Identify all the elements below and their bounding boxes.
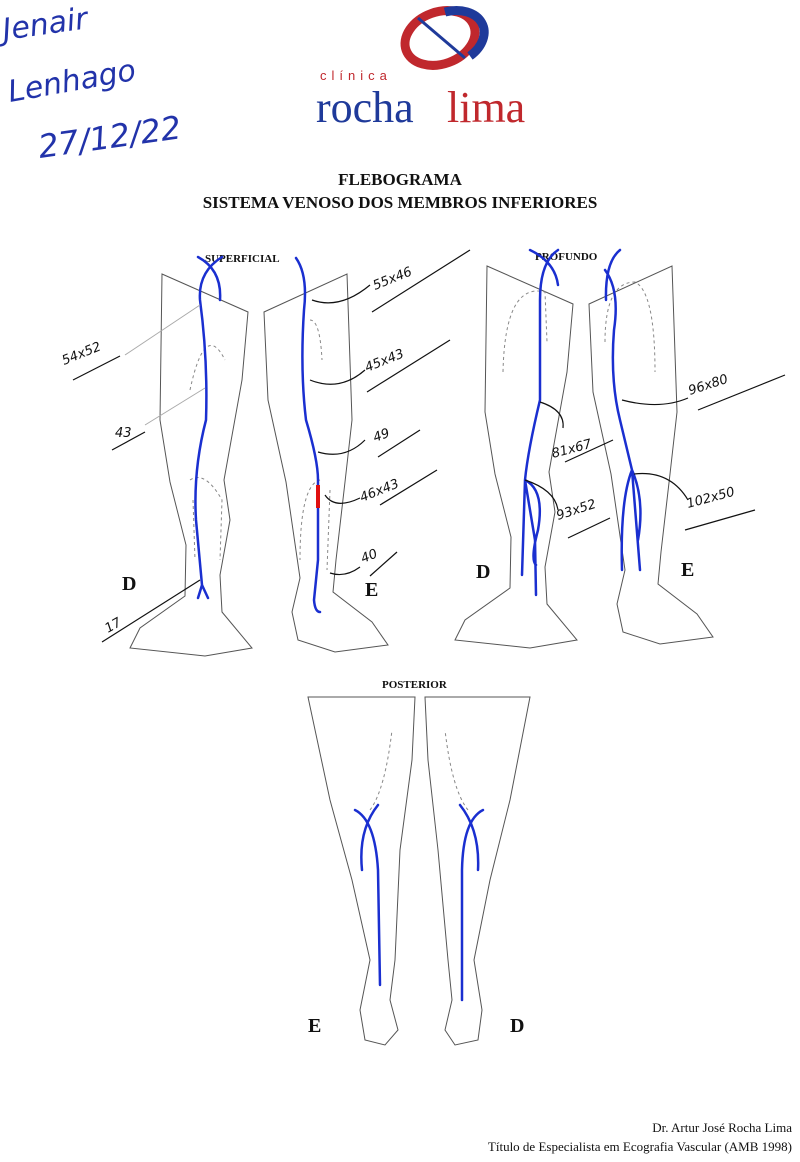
svg-text:lima: lima [447,83,525,132]
deep-legs: PROFUNDO D E 81x67 93x52 96x80 102x50 [454,248,786,649]
svg-text:E: E [308,1015,321,1037]
svg-text:D: D [510,1015,524,1037]
svg-text:E: E [681,559,694,581]
svg-text:Jenair: Jenair [0,1,91,48]
svg-text:D: D [122,573,136,595]
svg-text:D: D [476,561,490,583]
posterior-legs: POSTERIOR E D [307,679,531,1046]
svg-text:POSTERIOR: POSTERIOR [382,679,448,691]
page-title: FLEBOGRAMA [338,170,462,189]
svg-text:Lenhago: Lenhago [5,53,138,110]
svg-text:27/12/22: 27/12/22 [36,108,184,166]
svg-text:49: 49 [371,426,392,446]
svg-text:43: 43 [115,426,132,441]
clinic-logo: clínica rocha lima [316,6,525,132]
svg-text:17: 17 [103,615,125,637]
svg-text:40: 40 [359,547,380,567]
superficial-legs: SUPERFICIAL D E 54x52 43 17 55x46 45x43 … [60,249,471,657]
page-subtitle: SISTEMA VENOSO DOS MEMBROS INFERIORES [202,193,598,212]
svg-text:54x52: 54x52 [60,340,103,369]
svg-text:93x52: 93x52 [555,497,598,524]
svg-text:clínica: clínica [320,68,392,83]
svg-text:102x50: 102x50 [685,485,736,512]
svg-text:PROFUNDO: PROFUNDO [535,251,598,263]
doctor-credential: Título de Especialista em Ecografia Vasc… [487,1139,792,1154]
svg-text:rocha: rocha [316,83,414,132]
doctor-name: Dr. Artur José Rocha Lima [652,1120,792,1135]
handwritten-signature: Jenair Lenhago 27/12/22 [0,1,183,166]
svg-text:SUPERFICIAL: SUPERFICIAL [205,253,280,265]
svg-text:96x80: 96x80 [687,372,730,399]
svg-text:E: E [365,579,378,601]
svg-text:46x43: 46x43 [358,477,401,506]
